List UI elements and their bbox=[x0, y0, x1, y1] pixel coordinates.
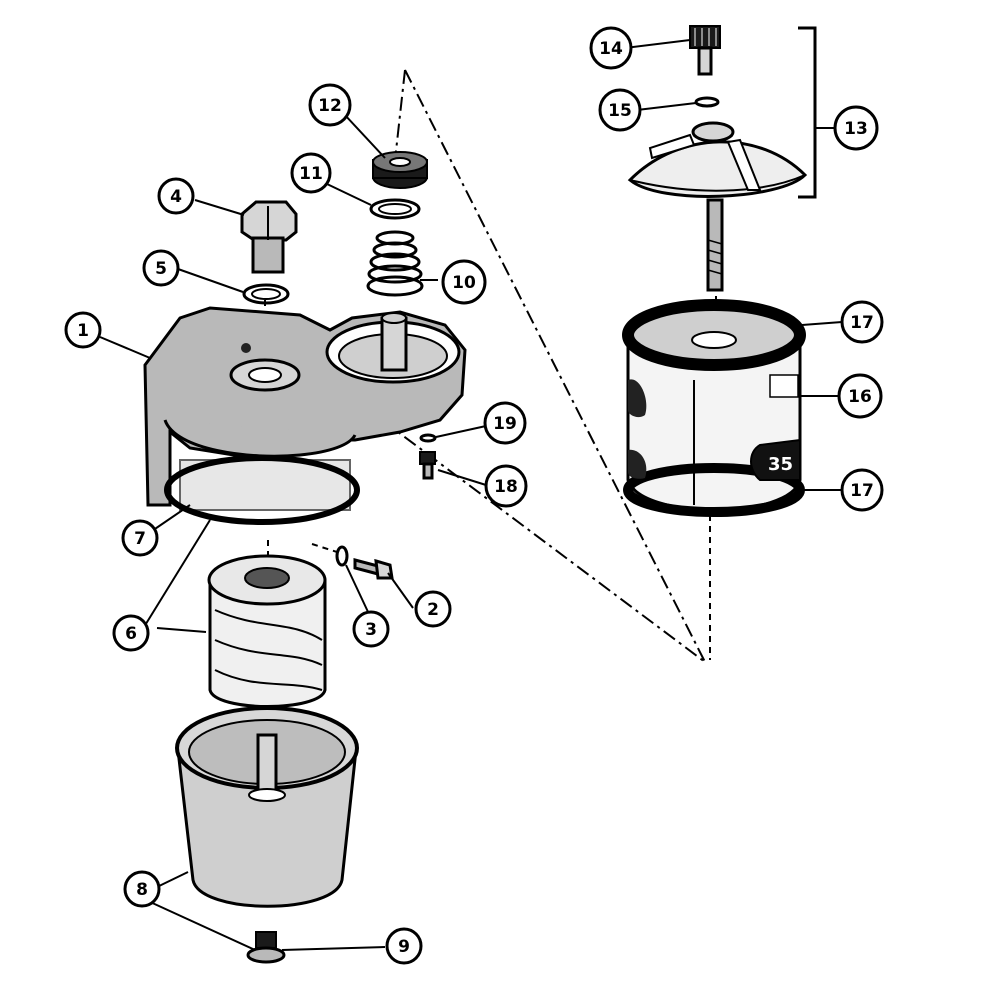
element-marking: 35 bbox=[768, 454, 793, 475]
callout-18: 18 bbox=[484, 464, 528, 508]
callout-17-bottom-label: 17 bbox=[850, 481, 874, 501]
callout-2-label: 2 bbox=[427, 600, 439, 620]
thumb-screw-part-14 bbox=[689, 25, 721, 76]
hex-bolt-part-4 bbox=[240, 200, 298, 274]
callout-10: 10 bbox=[441, 259, 487, 305]
callout-8: 8 bbox=[123, 870, 161, 908]
callout-8-label: 8 bbox=[136, 880, 148, 900]
callout-1: 1 bbox=[64, 311, 102, 349]
washer-part-19 bbox=[419, 433, 437, 443]
callout-16: 16 bbox=[837, 373, 883, 419]
filter-bowl-part-8 bbox=[175, 706, 359, 908]
drain-plug-part-9 bbox=[246, 931, 286, 964]
callout-9: 9 bbox=[385, 927, 423, 965]
spring-part-10 bbox=[366, 230, 424, 297]
socket-screw-part-18 bbox=[419, 451, 436, 480]
callout-7-label: 7 bbox=[134, 529, 146, 549]
callout-5-label: 5 bbox=[155, 259, 167, 279]
callout-6: 6 bbox=[112, 614, 150, 652]
callout-9-label: 9 bbox=[398, 937, 410, 957]
callout-10-label: 10 bbox=[452, 273, 476, 293]
bracket-13 bbox=[798, 26, 817, 199]
gasket-part-7 bbox=[164, 455, 360, 525]
callout-5: 5 bbox=[142, 249, 180, 287]
callout-4: 4 bbox=[157, 177, 195, 215]
callout-15-label: 15 bbox=[608, 101, 632, 121]
callout-6-label: 6 bbox=[125, 624, 137, 644]
callouts: 1 2 3 4 5 6 7 8 bbox=[64, 26, 884, 965]
gasket-part-11 bbox=[369, 198, 421, 220]
callout-14: 14 bbox=[589, 26, 633, 70]
callout-13-label: 13 bbox=[844, 119, 868, 139]
callout-3-label: 3 bbox=[365, 620, 377, 640]
callout-11: 11 bbox=[290, 152, 332, 194]
callout-19: 19 bbox=[483, 401, 527, 445]
callout-18-label: 18 bbox=[494, 477, 518, 497]
callout-2: 2 bbox=[414, 590, 452, 628]
callout-17-top: 17 bbox=[840, 300, 884, 344]
callout-14-label: 14 bbox=[599, 39, 623, 59]
callout-4-label: 4 bbox=[170, 187, 182, 207]
leader-lines bbox=[99, 39, 843, 951]
washer-part-15 bbox=[694, 96, 720, 108]
callout-11-label: 11 bbox=[299, 164, 323, 184]
filter-element-part-16: 35 bbox=[622, 299, 806, 517]
callout-13: 13 bbox=[833, 105, 879, 151]
filter-head-part-1 bbox=[143, 306, 467, 507]
callout-15: 15 bbox=[598, 88, 642, 132]
callout-12-label: 12 bbox=[318, 96, 342, 116]
bolt-part-2 bbox=[353, 558, 394, 580]
callout-16-label: 16 bbox=[848, 387, 872, 407]
callout-17-bottom: 17 bbox=[840, 468, 884, 512]
callout-3: 3 bbox=[352, 610, 390, 648]
cap-nut-part-12 bbox=[372, 151, 428, 189]
callout-17-top-label: 17 bbox=[850, 313, 874, 333]
lock-washer-part-3 bbox=[335, 545, 349, 567]
callout-12: 12 bbox=[308, 83, 352, 127]
filter-cartridge-part-6 bbox=[207, 554, 327, 708]
cover-assembly-part-13 bbox=[627, 25, 808, 292]
callout-7: 7 bbox=[121, 519, 159, 557]
callout-1-label: 1 bbox=[77, 321, 89, 341]
callout-19-label: 19 bbox=[493, 414, 517, 434]
washer-part-5 bbox=[242, 283, 290, 305]
